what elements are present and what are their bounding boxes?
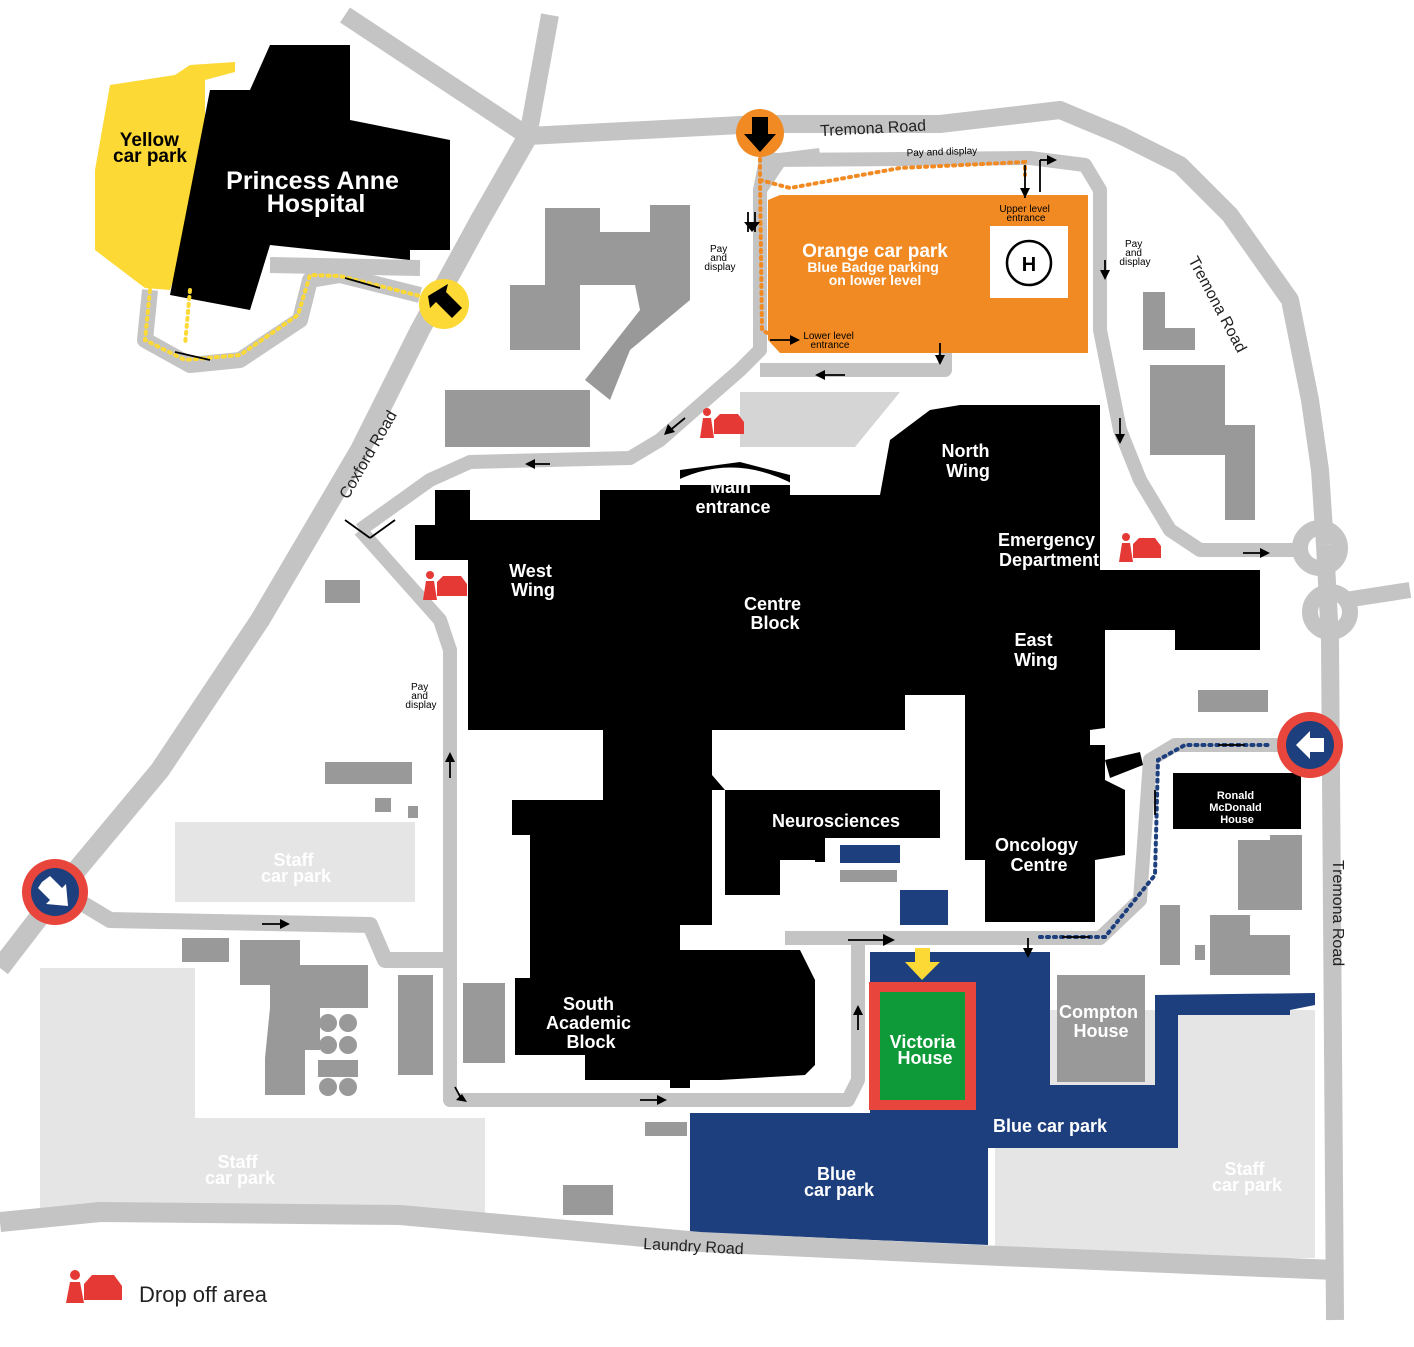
tremona-road-label-top: Tremona Road	[820, 118, 927, 141]
victoria-house	[880, 992, 965, 1100]
pay-display-orange-left: Pay and display	[704, 244, 735, 273]
pay-display-top-label: Pay and display	[906, 146, 977, 159]
compton-house-label: Compton House	[1059, 1002, 1143, 1041]
entry-marker-yellow[interactable]	[419, 279, 469, 329]
ronald-mcdonald-label: Ronald McDonald House	[1209, 790, 1265, 826]
helipad-label: H	[1022, 254, 1036, 276]
entry-marker-tremona[interactable]	[1277, 712, 1343, 778]
tremona-road-label-right: Tremona Road	[1329, 860, 1346, 966]
blue-car-park-label-lower: Blue car park	[804, 1164, 875, 1200]
other-buildings	[182, 205, 1302, 1215]
drop-off-icon-west	[423, 571, 467, 600]
arrowheads	[280, 155, 1270, 1105]
north-wing-label: North Wing	[941, 441, 994, 481]
yellow-route	[142, 272, 422, 363]
entry-marker-orange[interactable]	[736, 109, 784, 157]
legend-drop-off-label: Drop off area	[139, 1282, 268, 1307]
orange-route	[758, 150, 1027, 342]
staff-car-park-1	[175, 822, 415, 902]
princess-anne-label: Princess Anne Hospital	[226, 167, 406, 218]
neurosciences-label: Neurosciences	[772, 811, 900, 831]
yellow-car-park-area	[95, 62, 235, 290]
blue-car-park-label: Blue car park	[993, 1116, 1108, 1136]
victoria-house-pointer-arrow	[905, 948, 940, 980]
oncology-centre-label: Oncology Centre	[995, 835, 1083, 875]
south-academic-label: South Academic Block	[546, 994, 636, 1052]
staff-car-park-label-2: Staff car park	[205, 1152, 276, 1188]
yellow-car-park-label: Yellow car park	[113, 130, 187, 167]
orange-car-park-label: Orange car park	[802, 241, 948, 262]
east-wing-label: East Wing	[1014, 630, 1058, 670]
princess-anne-hospital	[170, 45, 450, 310]
victoria-house-label: Victoria House	[890, 1032, 961, 1068]
main-hospital-complex	[415, 405, 1260, 1088]
main-entrance-label: Main entrance	[695, 477, 770, 517]
drop-off-icon-emergency	[1119, 533, 1161, 562]
pay-display-coxford: Pay and display	[405, 682, 436, 711]
drop-off-icon	[66, 1270, 122, 1303]
road-network	[0, 7, 1412, 1321]
entry-marker-coxford[interactable]	[22, 859, 88, 925]
west-wing-label: West Wing	[509, 561, 557, 600]
pay-display-right: Pay and display	[1119, 239, 1150, 268]
centre-block-label: Centre Block	[744, 594, 806, 633]
emergency-department-label: Emergency Department	[998, 530, 1100, 570]
upper-level-entrance-label: Upper level entrance	[999, 204, 1052, 224]
ronald-mcdonald-house	[1173, 773, 1301, 829]
lower-level-entrance-label: Lower level entrance	[803, 331, 856, 351]
blue-route	[1038, 743, 1272, 939]
staff-car-park-label-1: Staff car park	[261, 850, 332, 886]
orange-car-park-sub: Blue Badge parking on lower level	[807, 259, 942, 288]
blue-car-park-area	[690, 952, 1315, 1245]
staff-car-park-2	[40, 968, 485, 1218]
laundry-road-label: Laundry Road	[643, 1236, 744, 1258]
staff-car-park-label-3: Staff car park	[1212, 1159, 1283, 1195]
drop-off-icon-top	[700, 408, 744, 438]
